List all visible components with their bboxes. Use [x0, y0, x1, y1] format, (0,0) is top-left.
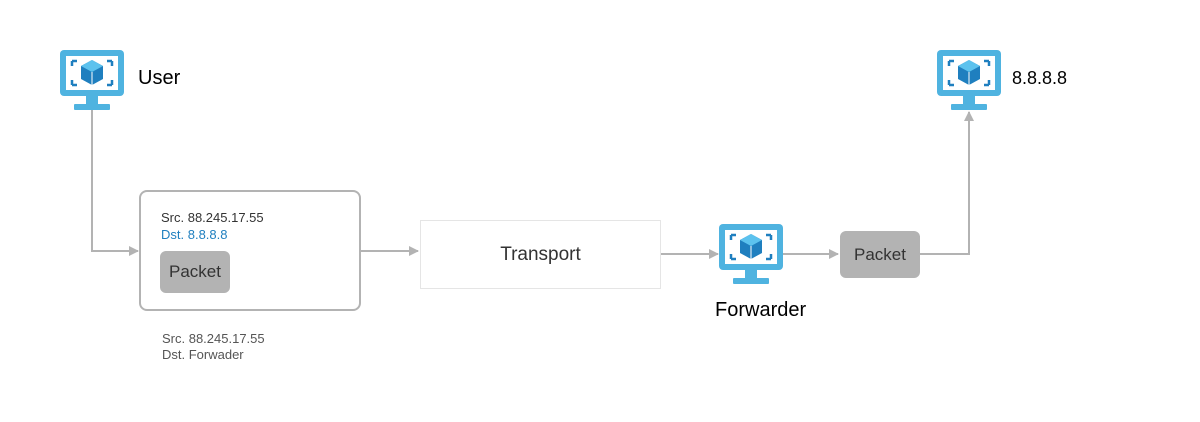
connector-user-to-packet — [91, 110, 139, 256]
user-virtual-machine-icon[interactable] — [60, 48, 124, 112]
dns-server-label: 8.8.8.8 — [1012, 68, 1068, 88]
connector-packet-to-dns — [920, 111, 974, 255]
encapsulated-packet-box[interactable]: Src. 88.245.17.55 Dst. 8.8.8.8 Packet — [139, 190, 361, 311]
dns-server-virtual-machine-icon[interactable] — [937, 48, 1001, 112]
forwarded-packet[interactable]: Packet — [840, 231, 920, 278]
user-label: User — [138, 67, 181, 89]
transport-box[interactable]: Transport — [420, 220, 661, 289]
inner-packet[interactable]: Packet — [160, 251, 230, 293]
forwarder-label: Forwarder — [715, 299, 807, 321]
outer-dst-address: Dst. Forwader — [162, 347, 244, 362]
inner-dst-address: Dst. 8.8.8.8 — [161, 227, 228, 242]
inner-src-address: Src. 88.245.17.55 — [161, 210, 264, 225]
forwarder-virtual-machine-icon[interactable] — [719, 222, 783, 286]
outer-src-address: Src. 88.245.17.55 — [162, 331, 265, 346]
